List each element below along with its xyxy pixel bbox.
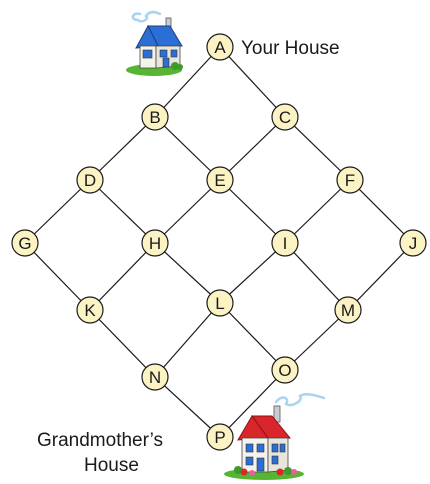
node-h: H (142, 230, 168, 256)
node-label: N (149, 368, 161, 387)
node-d: D (77, 167, 103, 193)
node-g: G (12, 230, 38, 256)
node-label: K (84, 301, 96, 320)
edge-i-m (285, 243, 348, 310)
node-m: M (335, 297, 361, 323)
node-l: L (207, 290, 233, 316)
node-label: I (283, 234, 288, 253)
route-nodes: A B C D E F G H I J K L M N O P (12, 34, 426, 450)
edge-k-n (90, 310, 155, 377)
grandmothers-house-icon (224, 394, 324, 480)
path-lines (25, 47, 413, 437)
node-label: J (409, 234, 418, 253)
node-label: E (214, 171, 225, 190)
node-label: A (214, 38, 226, 57)
node-label: H (149, 234, 161, 253)
node-label: O (278, 361, 291, 380)
node-p: P (207, 424, 233, 450)
edge-g-k (25, 243, 90, 310)
node-label: L (215, 294, 224, 313)
grandmothers-house-label-line1: Grandmother’s (37, 430, 163, 451)
edge-j-m (348, 243, 413, 310)
node-j: J (400, 230, 426, 256)
edge-h-k (90, 243, 155, 310)
node-k: K (77, 297, 103, 323)
your-house-label: Your House (241, 38, 340, 59)
edge-l-n (155, 303, 220, 377)
node-a: A (207, 34, 233, 60)
node-n: N (142, 364, 168, 390)
node-label: M (341, 301, 355, 320)
node-c: C (272, 104, 298, 130)
node-o: O (272, 357, 298, 383)
grandmothers-house-label-line2: House (84, 455, 139, 476)
edge-l-o (220, 303, 285, 370)
your-house-icon (126, 12, 183, 76)
node-e: E (207, 167, 233, 193)
node-label: C (279, 108, 291, 127)
node-label: D (84, 171, 96, 190)
node-b: B (142, 104, 168, 130)
node-label: P (214, 428, 225, 447)
node-label: F (345, 171, 355, 190)
node-f: F (337, 167, 363, 193)
node-label: G (18, 234, 31, 253)
node-label: B (149, 108, 160, 127)
node-i: I (272, 230, 298, 256)
